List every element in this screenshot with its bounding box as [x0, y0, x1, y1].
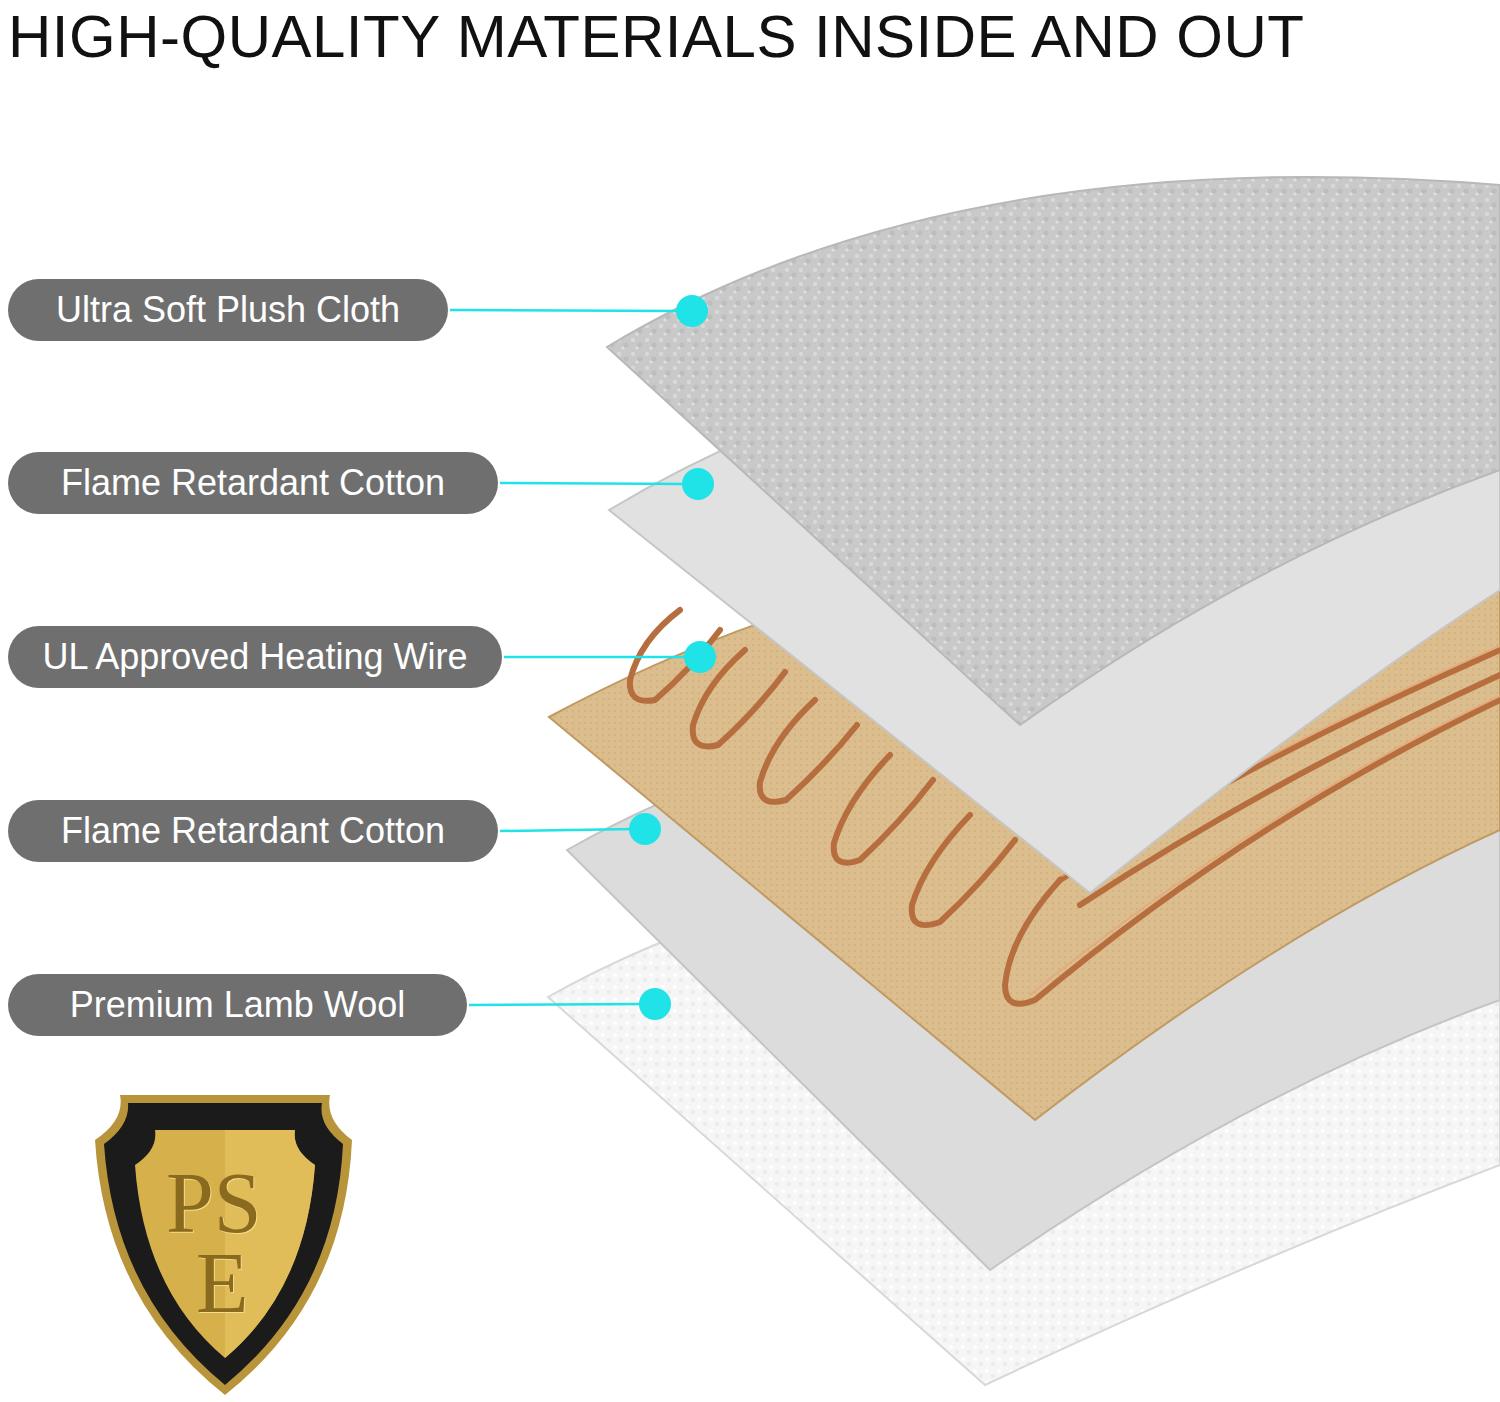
leader-line [450, 310, 682, 311]
pill-text: Ultra Soft Plush Cloth [56, 289, 400, 331]
title: HIGH-QUALITY MATERIALS INSIDE AND OUT [8, 2, 1305, 71]
label-pill: UL Approved Heating Wire [8, 626, 502, 688]
label-pill: Premium Lamb Wool [8, 974, 467, 1036]
leader-line [504, 656, 690, 659]
pse-shield [95, 1095, 352, 1395]
label-pill: Flame Retardant Cotton [8, 452, 498, 514]
pill-text: Premium Lamb Wool [70, 984, 405, 1026]
pill-text: Flame Retardant Cotton [61, 462, 445, 504]
pill-text: Flame Retardant Cotton [61, 810, 445, 852]
label-pill: Flame Retardant Cotton [8, 800, 498, 862]
shield-letters: PS [166, 1160, 262, 1246]
plush-layer [607, 177, 1500, 725]
shield-letters: E [196, 1240, 249, 1326]
pill-text: UL Approved Heating Wire [43, 636, 468, 678]
leader-line [500, 483, 688, 484]
leader-line [469, 1004, 645, 1005]
label-pill: Ultra Soft Plush Cloth [8, 279, 448, 341]
leader-line [500, 829, 635, 831]
